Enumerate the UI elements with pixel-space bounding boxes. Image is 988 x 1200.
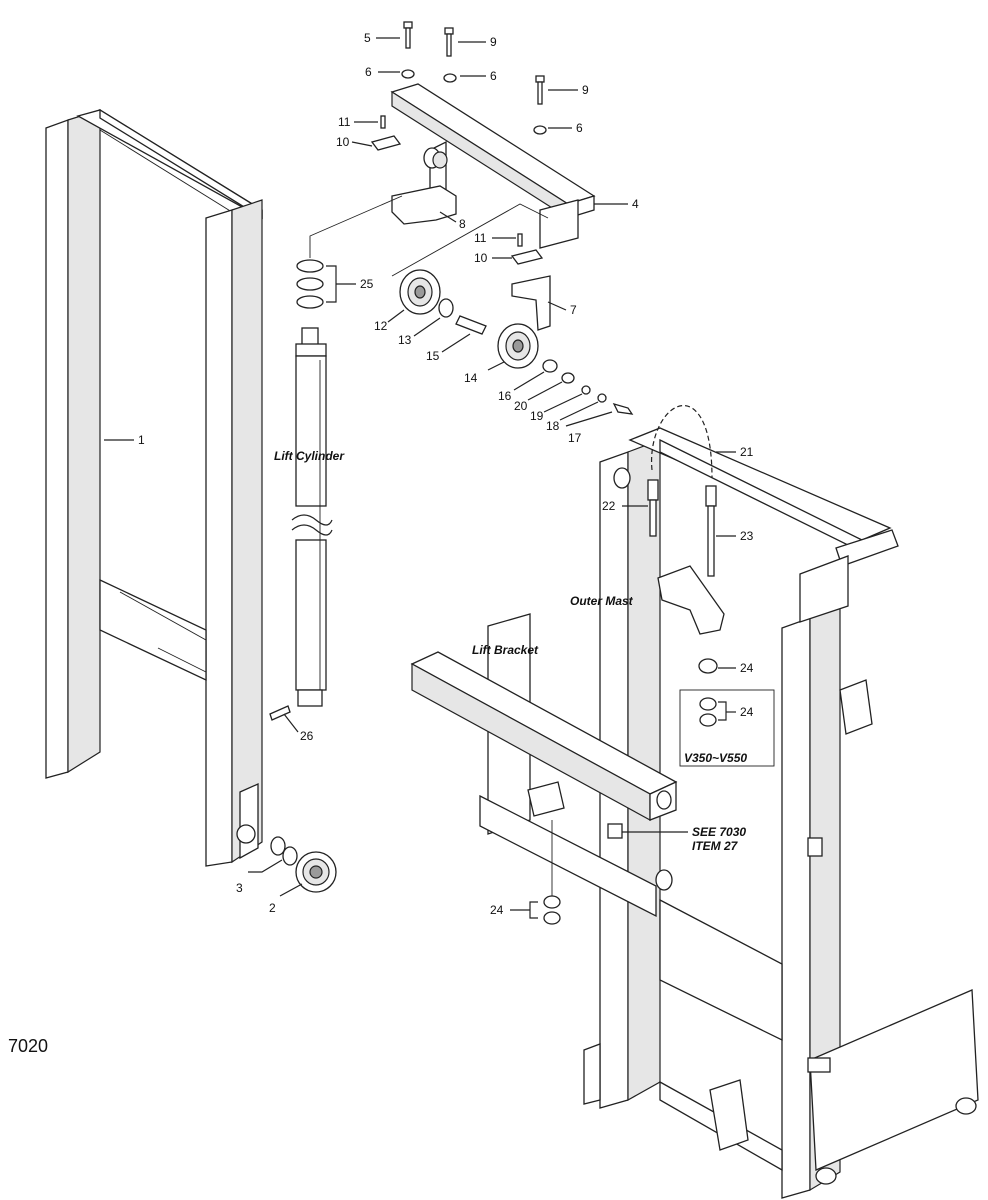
nuts-part-24-lower xyxy=(543,820,561,925)
callout-8: 8 xyxy=(459,217,466,231)
callout-23: 23 xyxy=(740,529,754,543)
lift-cylinder-caption: Lift Cylinder xyxy=(274,449,345,463)
chain-anchor-part-22 xyxy=(647,479,659,537)
sheave-part-12 xyxy=(399,269,441,315)
fitting-part-11-lower xyxy=(517,233,523,247)
leader-lines xyxy=(104,37,736,919)
fitting-part-11-upper xyxy=(380,115,386,129)
callout-14: 14 xyxy=(464,371,478,385)
bolt-part-9-left xyxy=(444,27,454,57)
lift-bracket-caption: Lift Bracket xyxy=(472,643,539,657)
model-variant-box xyxy=(679,689,775,767)
washer-part-6-c xyxy=(533,125,547,135)
plate-part-10-upper xyxy=(370,135,402,151)
callout-6-a: 6 xyxy=(365,65,372,79)
washer-part-18 xyxy=(597,393,607,403)
page-code: 7020 xyxy=(8,1036,48,1056)
model-range-caption: V350~V550 xyxy=(684,751,747,765)
callout-16: 16 xyxy=(498,389,512,403)
bolt-part-5 xyxy=(403,21,413,49)
spacer-part-16 xyxy=(542,359,558,373)
callout-2: 2 xyxy=(269,901,276,915)
callout-25: 25 xyxy=(360,277,374,291)
bolt-part-9-right xyxy=(535,75,545,105)
lift-bracket xyxy=(410,613,678,918)
bracket-part-7 xyxy=(511,275,551,331)
crosshead-part-4 xyxy=(390,83,596,249)
callout-19: 19 xyxy=(530,409,544,423)
callout-26: 26 xyxy=(300,729,314,743)
callout-6-b: 6 xyxy=(490,69,497,83)
callout-24-c: 24 xyxy=(490,903,504,917)
see-reference-line-1: SEE 7030 xyxy=(692,825,746,839)
bolt-part-26 xyxy=(269,705,291,721)
washer-part-6-a xyxy=(401,69,415,79)
mast-channel-part-1 xyxy=(45,108,263,867)
callout-6-c: 6 xyxy=(576,121,583,135)
callout-11-b: 11 xyxy=(474,231,487,245)
washer-part-19 xyxy=(581,385,591,395)
callout-13: 13 xyxy=(398,333,412,347)
assembly-guide-line-2 xyxy=(391,203,549,277)
mast-roller-part-2 xyxy=(236,824,337,893)
callout-22: 22 xyxy=(602,499,616,513)
callout-20: 20 xyxy=(514,399,528,413)
callout-5: 5 xyxy=(364,31,371,45)
callout-18: 18 xyxy=(546,419,560,433)
callout-17: 17 xyxy=(568,431,582,445)
washer-part-20 xyxy=(561,372,575,384)
outer-mast-caption: Outer Mast xyxy=(570,594,634,608)
shaft-part-15 xyxy=(455,315,487,335)
callout-10-b: 10 xyxy=(474,251,488,265)
callout-9-a: 9 xyxy=(490,35,497,49)
chain-anchor-part-23 xyxy=(705,485,717,577)
callout-7: 7 xyxy=(570,303,577,317)
callout-4: 4 xyxy=(632,197,639,211)
lift-cylinder xyxy=(291,327,333,707)
washer-part-6-b xyxy=(443,73,457,83)
callout-10-a: 10 xyxy=(336,135,350,149)
callout-11-a: 11 xyxy=(338,115,351,129)
callout-9-b: 9 xyxy=(582,83,589,97)
callout-1: 1 xyxy=(138,433,145,447)
plate-part-10-lower xyxy=(510,249,544,265)
shim-parts-3 xyxy=(270,836,298,866)
bolt-part-17 xyxy=(612,402,634,415)
callout-3: 3 xyxy=(236,881,243,895)
sheave-part-14 xyxy=(497,323,539,369)
callout-21: 21 xyxy=(740,445,754,459)
callout-12: 12 xyxy=(374,319,388,333)
bracket-part-8 xyxy=(391,185,457,225)
outer-mast xyxy=(583,427,979,1199)
callout-24-a: 24 xyxy=(740,661,754,675)
assembly-guide-line xyxy=(309,195,403,258)
nut-part-24-upper xyxy=(698,658,718,674)
ring-part-13 xyxy=(438,298,454,318)
callout-24-b: 24 xyxy=(740,705,754,719)
callout-15: 15 xyxy=(426,349,440,363)
see-reference-line-2: ITEM 27 xyxy=(692,839,739,853)
chain-part-21 xyxy=(650,405,713,479)
chain-bracket xyxy=(657,565,725,635)
seal-rings-part-25 xyxy=(296,259,324,309)
